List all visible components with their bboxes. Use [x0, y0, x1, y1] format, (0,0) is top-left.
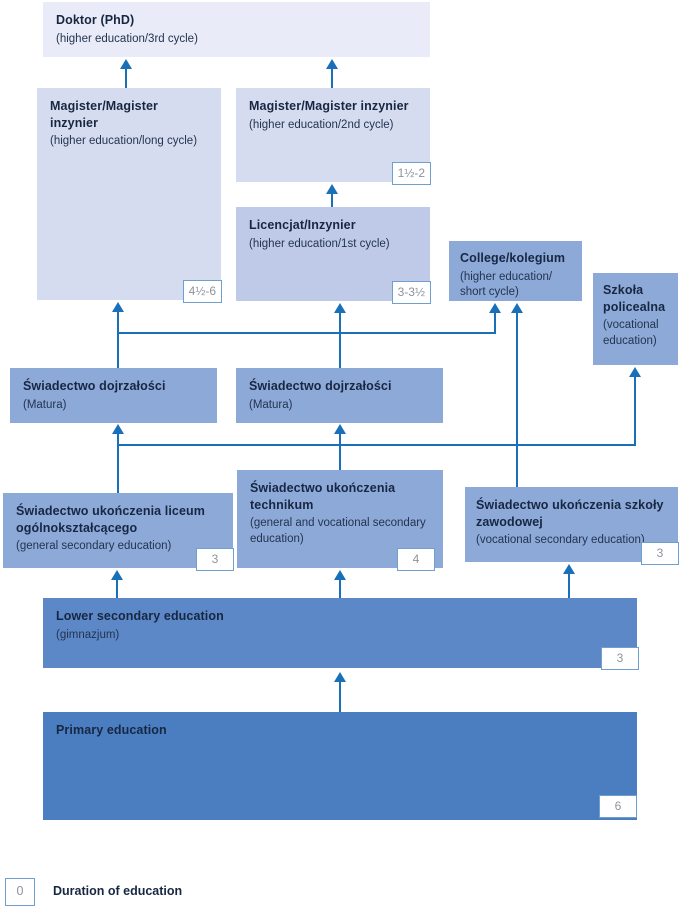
box-title: Licencjat/Inzynier [249, 218, 356, 232]
box-title: Świadectwo dojrzałości [23, 379, 166, 393]
legend: 0 Duration of education [0, 876, 688, 908]
box-doktor-phd: Doktor (PhD) (higher education/3rd cycle… [43, 2, 430, 57]
subtitle-line: short cycle) [460, 286, 519, 299]
box-licencjat-inzynier: Licencjat/Inzynier (higher education/1st… [236, 207, 431, 304]
box-title: Magister/Magister inzynier [50, 99, 158, 130]
box-subtitle: (general and vocational secondary educat… [250, 517, 426, 545]
box-subtitle: (higher education/short cycle) [460, 270, 571, 301]
connector-line-liceum-to-policealna [118, 444, 636, 446]
box-liceum-ogolnoksztalcace: Świadectwo ukończenia liceum ogólnokszta… [3, 493, 234, 571]
box-subtitle: (higher education/3rd cycle) [56, 32, 198, 45]
duration-badge: 4½-6 [182, 280, 222, 303]
box-title: Świadectwo ukończenia technikum [250, 481, 396, 512]
duration-badge: 1½-2 [391, 162, 431, 185]
duration-badge: 3 [641, 542, 679, 565]
duration-badge: 6 [599, 795, 637, 818]
duration-badge: 3 [196, 548, 234, 571]
box-szkola-zawodowa: Świadectwo ukończenia szkoły zawodowej (… [465, 487, 679, 565]
box-subtitle: (higher education/long cycle) [50, 135, 198, 147]
box-subtitle: (higher education/2nd cycle) [249, 118, 394, 131]
box-title: Świadectwo ukończenia szkoły zawodowej [476, 498, 664, 529]
box-subtitle: (gimnazjum) [56, 628, 120, 641]
box-subtitle: (vocational secondary education) [476, 534, 645, 546]
connector-line-matura-to-college [118, 332, 496, 334]
box-title: Szkoła policealna [603, 283, 666, 314]
box-title: Magister/Magister inzynier [249, 99, 409, 113]
subtitle-line: (higher education/ [460, 270, 553, 283]
box-subtitle: (higher education/1st cycle) [249, 237, 390, 250]
box-college-kolegium: College/kolegium (higher education/short… [449, 241, 582, 301]
box-lower-secondary-education: Lower secondary education (gimnazjum) 3 [43, 598, 639, 670]
box-technikum: Świadectwo ukończenia technikum (general… [237, 470, 443, 571]
box-subtitle: (Matura) [249, 398, 293, 411]
box-subtitle: (vocational education) [603, 319, 659, 347]
box-magister-long-cycle: Magister/Magister inzynier (higher educa… [37, 88, 222, 303]
box-magister-2nd-cycle: Magister/Magister inzynier (higher educa… [236, 88, 431, 185]
box-title: Świadectwo dojrzałości [249, 379, 392, 393]
box-swiadectwo-dojrzalosci-left: Świadectwo dojrzałości (Matura) [10, 368, 217, 423]
box-szkola-policealna: Szkoła policealna (vocational education) [593, 273, 678, 365]
duration-badge: 4 [397, 548, 435, 571]
duration-badge: 3-3½ [391, 281, 431, 304]
box-title: College/kolegium [460, 251, 566, 265]
box-swiadectwo-dojrzalosci-right: Świadectwo dojrzałości (Matura) [236, 368, 443, 423]
box-subtitle: (Matura) [23, 398, 67, 411]
box-subtitle: (general secondary education) [16, 540, 172, 552]
box-title: Świadectwo ukończenia liceum ogólnokszta… [16, 504, 205, 535]
duration-badge: 3 [601, 647, 639, 670]
box-title: Lower secondary education [56, 609, 224, 623]
box-title: Doktor (PhD) [56, 13, 135, 27]
legend-duration-badge: 0 [5, 878, 35, 906]
box-primary-education: Primary education 6 [43, 712, 637, 820]
box-title: Primary education [56, 723, 167, 737]
legend-label: Duration of education [53, 884, 183, 898]
